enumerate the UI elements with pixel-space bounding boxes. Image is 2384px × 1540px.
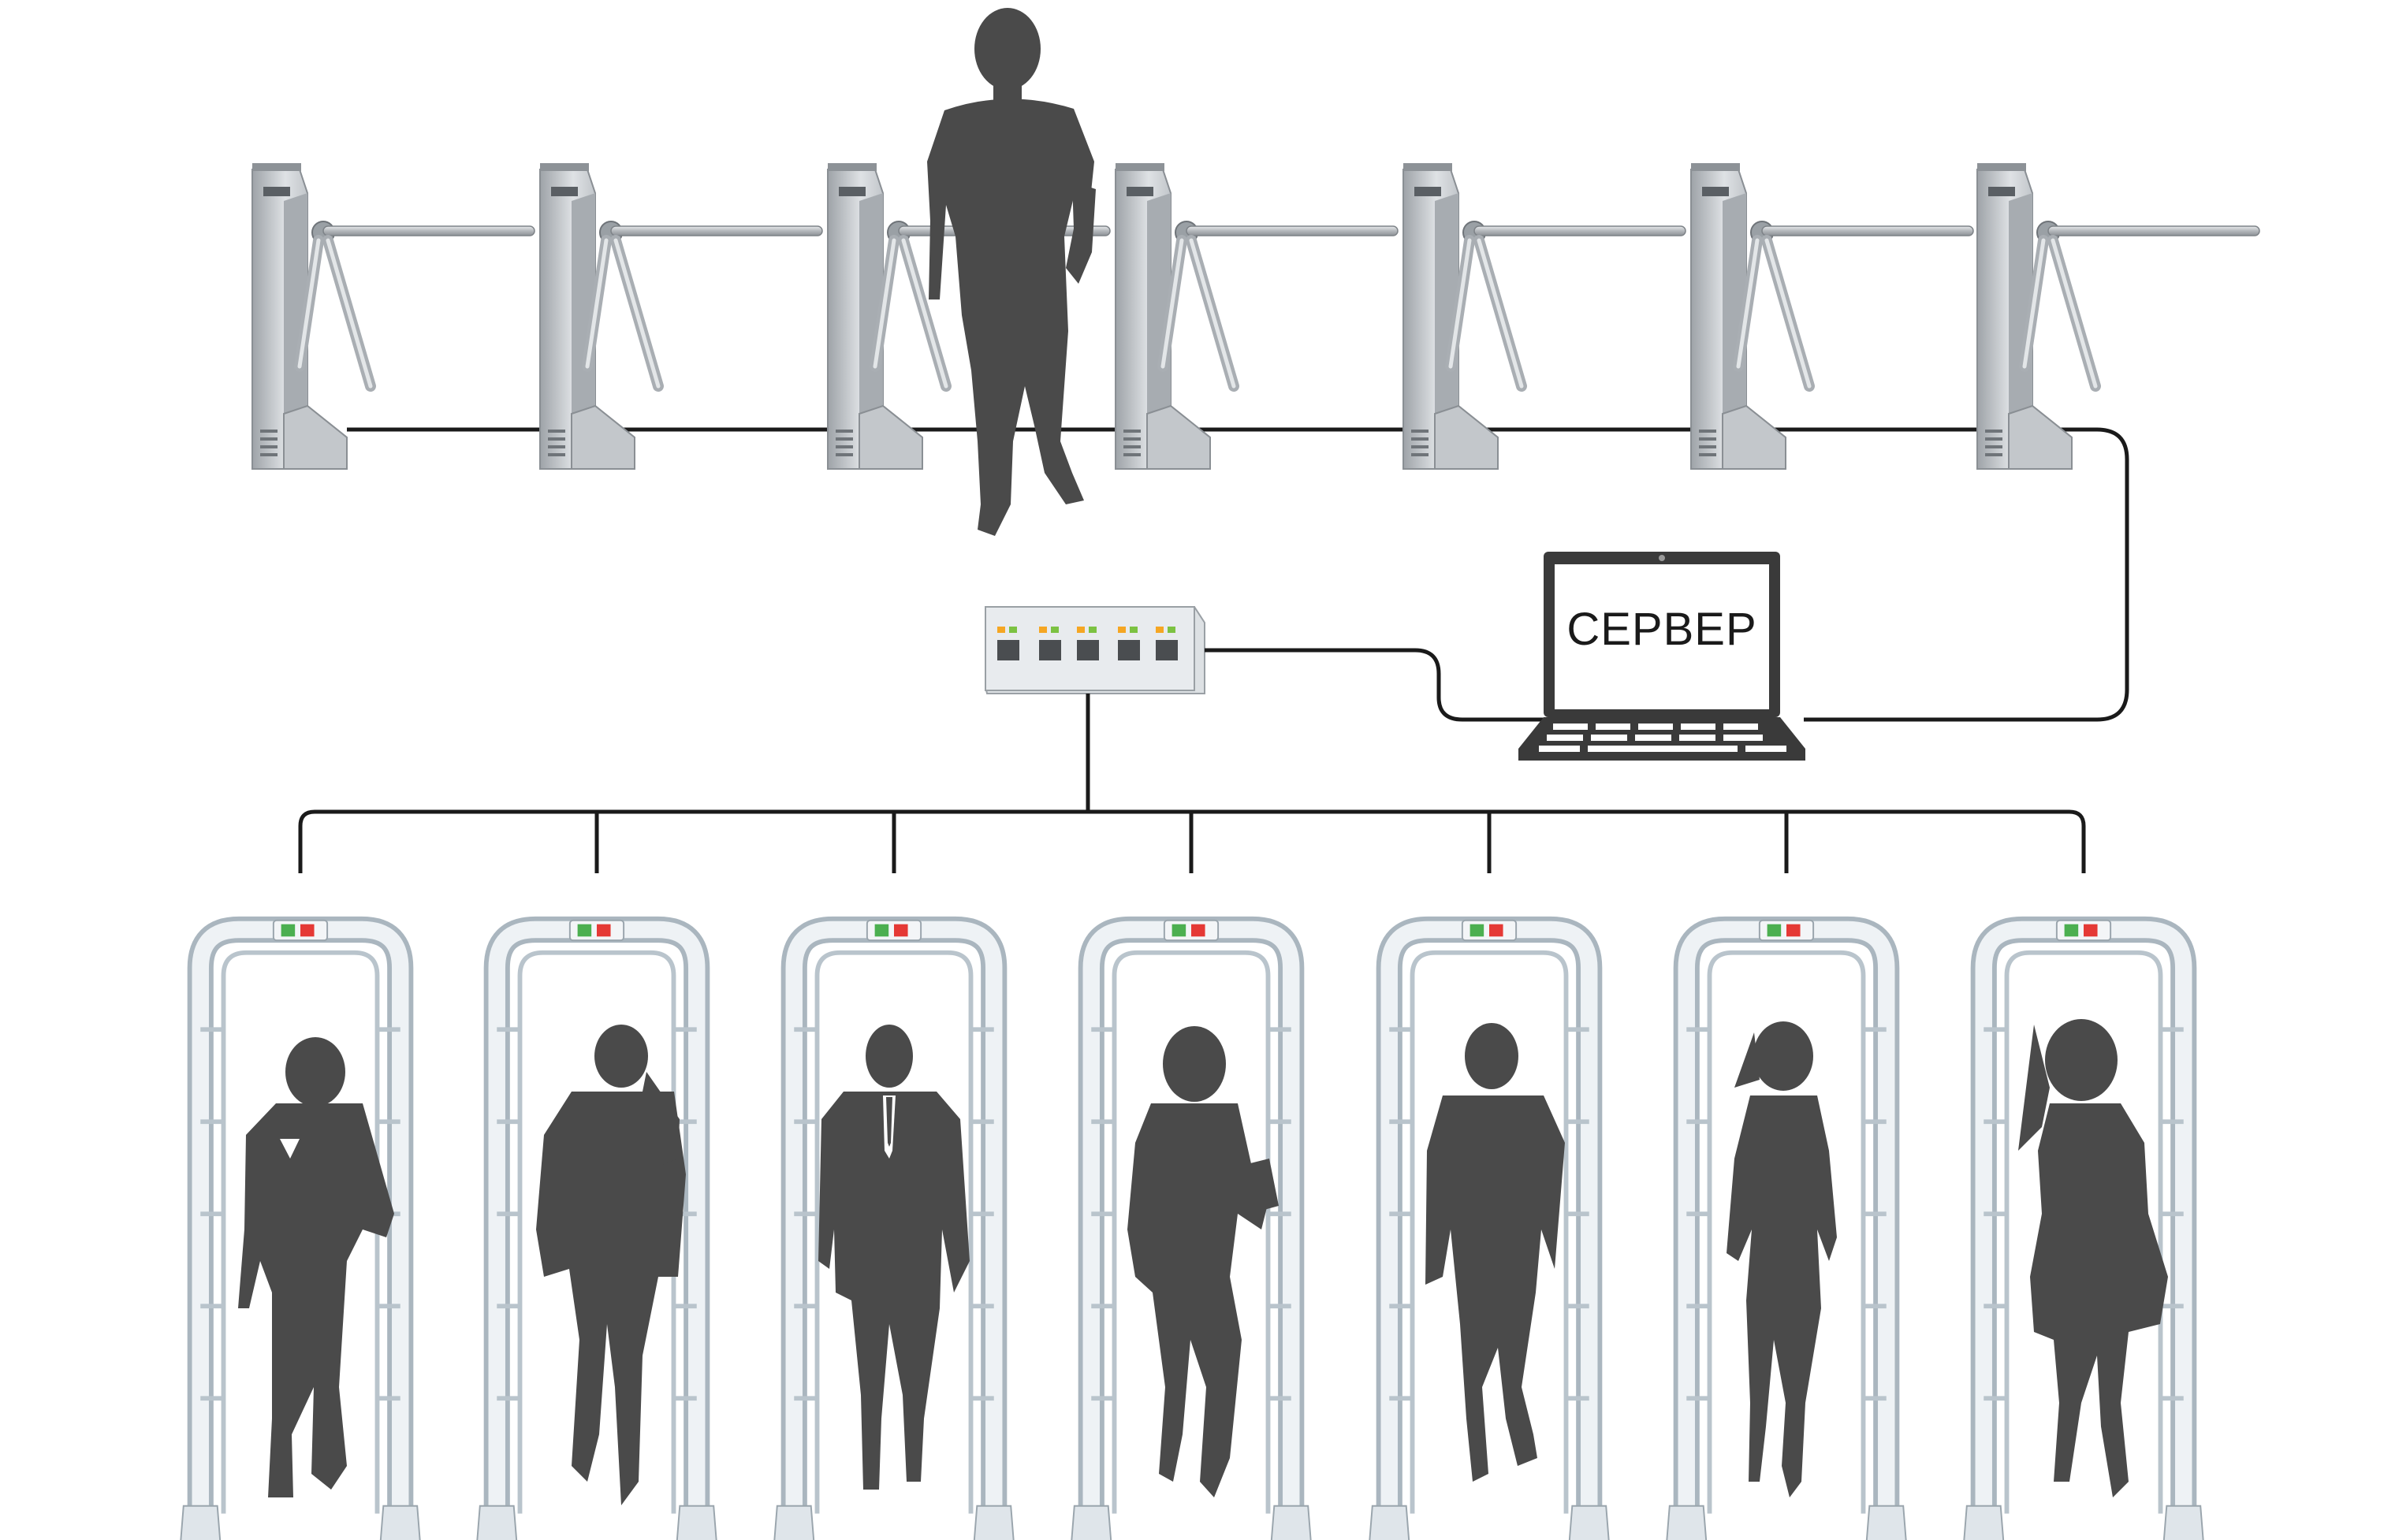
turnstile-cable: [347, 427, 2129, 722]
switch-ports: [997, 627, 1178, 660]
turnstile: [1116, 163, 1398, 469]
walking-man-silhouette: [1425, 1023, 1565, 1482]
turnstile: [540, 163, 822, 469]
turnstile: [1977, 163, 2259, 469]
turnstile: [1403, 163, 1686, 469]
woman-in-dress-silhouette: [2018, 1019, 2168, 1497]
turnstile: [1691, 163, 1973, 469]
woman-silhouette: [238, 1037, 394, 1497]
turnstile: [252, 163, 535, 469]
laptop-keyboard: [1539, 724, 1786, 752]
switch-server-cable: [1205, 648, 1569, 722]
walking-woman-silhouette: [1727, 1021, 1837, 1497]
woman-with-tablet-silhouette: [1127, 1026, 1279, 1497]
man-silhouette: [536, 1025, 686, 1505]
detector-cable-tree: [298, 694, 2086, 873]
walking-man-silhouette: [927, 8, 1096, 536]
network-switch: [985, 606, 1205, 694]
server-laptop: СЕРВЕР: [1518, 552, 1805, 761]
server-label: СЕРВЕР: [1566, 604, 1756, 655]
turnstile-row: [252, 163, 2259, 469]
man-in-suit-silhouette: [818, 1025, 970, 1490]
